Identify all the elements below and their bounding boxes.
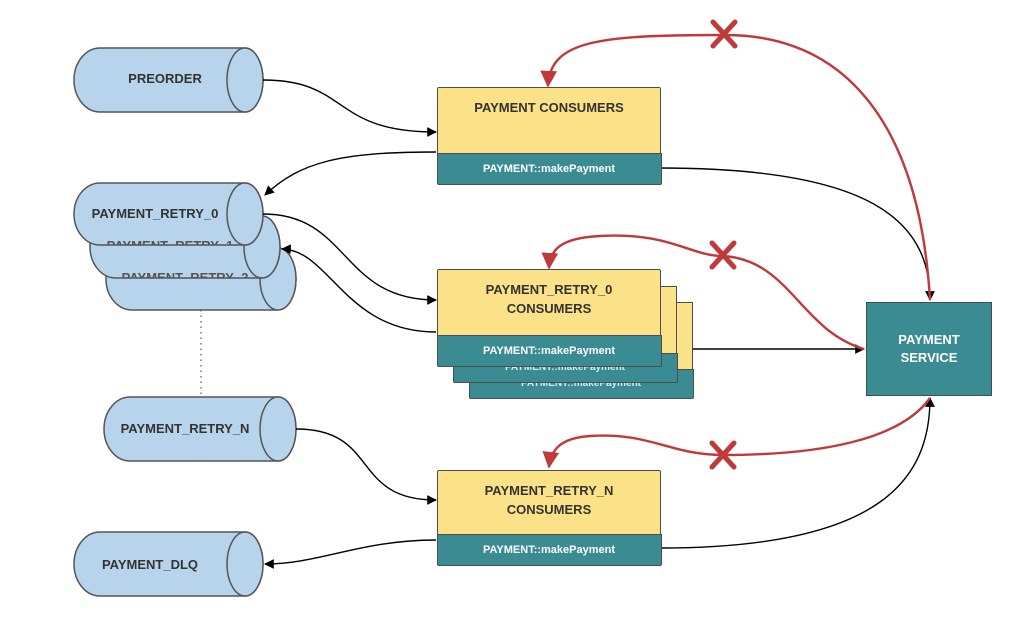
failure-arrow-middle: [541, 234, 865, 351]
arrow-retry-consumers-to-retry1: [281, 244, 437, 333]
arrow-retryn-consumers-to-dlq: [264, 539, 437, 569]
queue-retry-n-label: PAYMENT_RETRY_N: [120, 421, 250, 436]
arrow-consumers-to-service: [659, 167, 935, 301]
payment-consumers-method: PAYMENT::makePayment: [436, 152, 662, 185]
payment-service-box: PAYMENT SERVICE: [866, 302, 992, 396]
retry-0-consumers-title-line2: CONSUMERS: [506, 301, 592, 316]
failure-arrow-bottom: [542, 397, 931, 469]
arrow-consumers-to-retry0: [264, 151, 437, 196]
payment-consumers-box: PAYMENT CONSUMERS PAYMENT::makePayment: [436, 87, 662, 185]
retry-0-consumers-title: PAYMENT_RETRY_0 CONSUMERS: [438, 280, 660, 318]
retry-0-consumers-box: PAYMENT_RETRY_0 CONSUMERS PAYMENT::makeP…: [436, 269, 662, 367]
queue-retry-1-label: PAYMENT_RETRY_1: [95, 238, 245, 245]
retry-0-consumers-method: PAYMENT::makePayment: [436, 334, 662, 367]
retry-n-consumers-title-line2: CONSUMERS: [506, 502, 592, 517]
red-x-icon: [709, 240, 737, 270]
queue-dlq: [73, 531, 264, 597]
queue-retry-2-label: PAYMENT_RETRY_2: [110, 270, 260, 278]
retry-0-consumers-title-line1: PAYMENT_RETRY_0: [485, 282, 613, 297]
queue-preorder: [73, 47, 264, 113]
red-x-icon: [710, 19, 738, 49]
queue-retry-n: [103, 396, 297, 462]
red-x-icon: [709, 440, 737, 470]
arrow-retryn-consumers-to-service: [659, 397, 935, 549]
payment-consumers-title: PAYMENT CONSUMERS: [474, 100, 624, 115]
retry-n-consumers-title-line1: PAYMENT_RETRY_N: [484, 483, 614, 498]
queue-retry-0-label: PAYMENT_RETRY_0: [91, 206, 219, 221]
payment-service-line1: PAYMENT: [898, 332, 960, 347]
arrow-preorder-to-consumers: [262, 79, 437, 137]
queue-dlq-label: PAYMENT_DLQ: [101, 557, 199, 572]
retry-n-consumers-title: PAYMENT_RETRY_N CONSUMERS: [438, 481, 660, 519]
failure-arrow-top: [540, 33, 932, 301]
retry-n-consumers-box: PAYMENT_RETRY_N CONSUMERS PAYMENT::makeP…: [436, 470, 662, 566]
retry-n-consumers-method: PAYMENT::makePayment: [436, 533, 662, 566]
queue-preorder-label: PREORDER: [128, 71, 202, 86]
arrow-retryn-to-retryn-consumers: [295, 428, 437, 505]
payment-service-line2: SERVICE: [900, 350, 958, 365]
arrow-retry0-to-retry-consumers: [262, 213, 437, 305]
